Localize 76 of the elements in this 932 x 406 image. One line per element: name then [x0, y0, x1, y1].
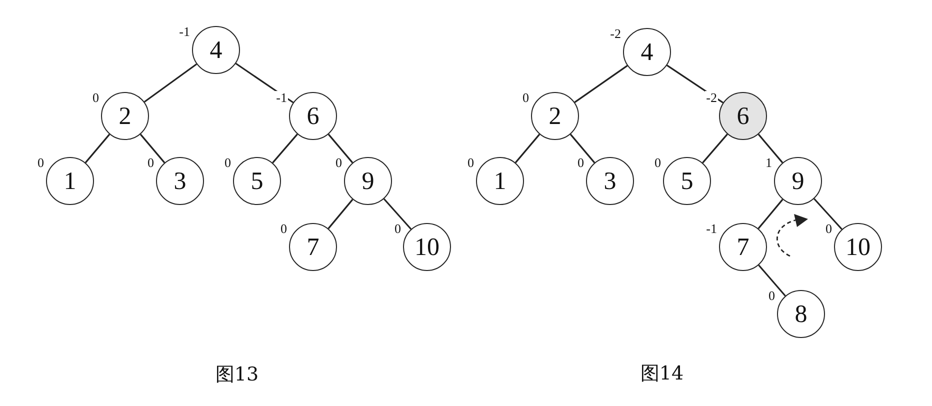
tree-edge	[84, 134, 110, 164]
balance-factor: 0	[224, 156, 232, 169]
node-value: 5	[680, 168, 694, 194]
tree-edge	[758, 198, 784, 230]
tree-edge	[666, 64, 724, 104]
node-value: 6	[306, 104, 320, 128]
node-value: 9	[792, 168, 804, 194]
balance-factor: 0	[334, 156, 343, 169]
balance-factor: 0	[92, 91, 100, 104]
tree-node-circle	[777, 290, 825, 338]
balance-factor: 0	[576, 156, 585, 169]
tree-edge	[272, 134, 298, 164]
node-value: 3	[604, 168, 616, 194]
tree-node-circle	[719, 92, 767, 140]
node-value: 3	[174, 168, 186, 194]
tree-node-circle	[156, 157, 204, 205]
tree-node-circle	[586, 157, 634, 205]
node-value: 4	[640, 40, 654, 64]
tree-node-circle	[344, 157, 392, 205]
node-value: 1	[494, 168, 506, 194]
tree-edge	[814, 198, 842, 230]
tree-node-circle	[403, 223, 451, 271]
figure-caption: 图14	[640, 364, 684, 384]
tree-edge	[574, 65, 628, 103]
tree-node-circle	[46, 157, 94, 205]
tree-edge	[514, 134, 540, 164]
node-value: 6	[736, 104, 750, 128]
tree-node-circle	[192, 26, 240, 74]
node-value: 5	[250, 168, 264, 194]
balance-factor: -2	[609, 27, 622, 40]
tree-node-circle	[623, 28, 671, 76]
figure-caption: 图13	[215, 366, 259, 384]
node-value: 10	[414, 234, 440, 260]
tree-edge	[144, 63, 198, 103]
balance-factor: 0	[654, 156, 662, 169]
tree-edge	[235, 62, 294, 104]
tree-node-circle	[719, 223, 767, 271]
node-value: 7	[736, 234, 750, 260]
tree-edge	[702, 134, 728, 164]
tree-node-circle	[531, 92, 579, 140]
tree-node-circle	[774, 157, 822, 205]
balance-factor: 1	[764, 156, 773, 169]
tree-edge	[328, 134, 354, 164]
node-value: 10	[846, 234, 870, 260]
node-value: 2	[118, 104, 132, 128]
balance-factor: -1	[275, 91, 288, 104]
tree-edge	[758, 134, 784, 164]
node-value: 7	[306, 234, 320, 260]
tree-edge	[570, 134, 596, 164]
tree-edge	[328, 198, 354, 230]
tree-edge	[140, 134, 166, 164]
balance-factor: -1	[705, 222, 718, 235]
tree-node-circle	[289, 223, 337, 271]
balance-factor: -1	[178, 25, 191, 38]
tree-node-circle	[663, 157, 711, 205]
balance-factor: 0	[824, 222, 833, 235]
node-value: 9	[362, 168, 374, 194]
tree-edge	[758, 264, 786, 296]
balance-factor: -2	[705, 91, 718, 104]
balance-factor: 0	[522, 91, 530, 104]
node-value: 8	[794, 302, 808, 326]
tree-node-circle	[476, 157, 524, 205]
node-value: 4	[210, 38, 222, 62]
balance-factor: 0	[36, 156, 45, 169]
balance-factor: 0	[466, 156, 475, 169]
balance-factor: 0	[768, 289, 776, 302]
tree-node-circle	[233, 157, 281, 205]
tree-node-circle	[834, 223, 882, 271]
node-value: 2	[548, 104, 562, 128]
balance-factor: 0	[394, 222, 402, 235]
node-value: 1	[64, 168, 76, 194]
tree-edge	[383, 198, 412, 230]
tree-node-circle	[101, 92, 149, 140]
tree-node-circle	[289, 92, 337, 140]
balance-factor: 0	[146, 156, 155, 169]
balance-factor: 0	[280, 222, 288, 235]
